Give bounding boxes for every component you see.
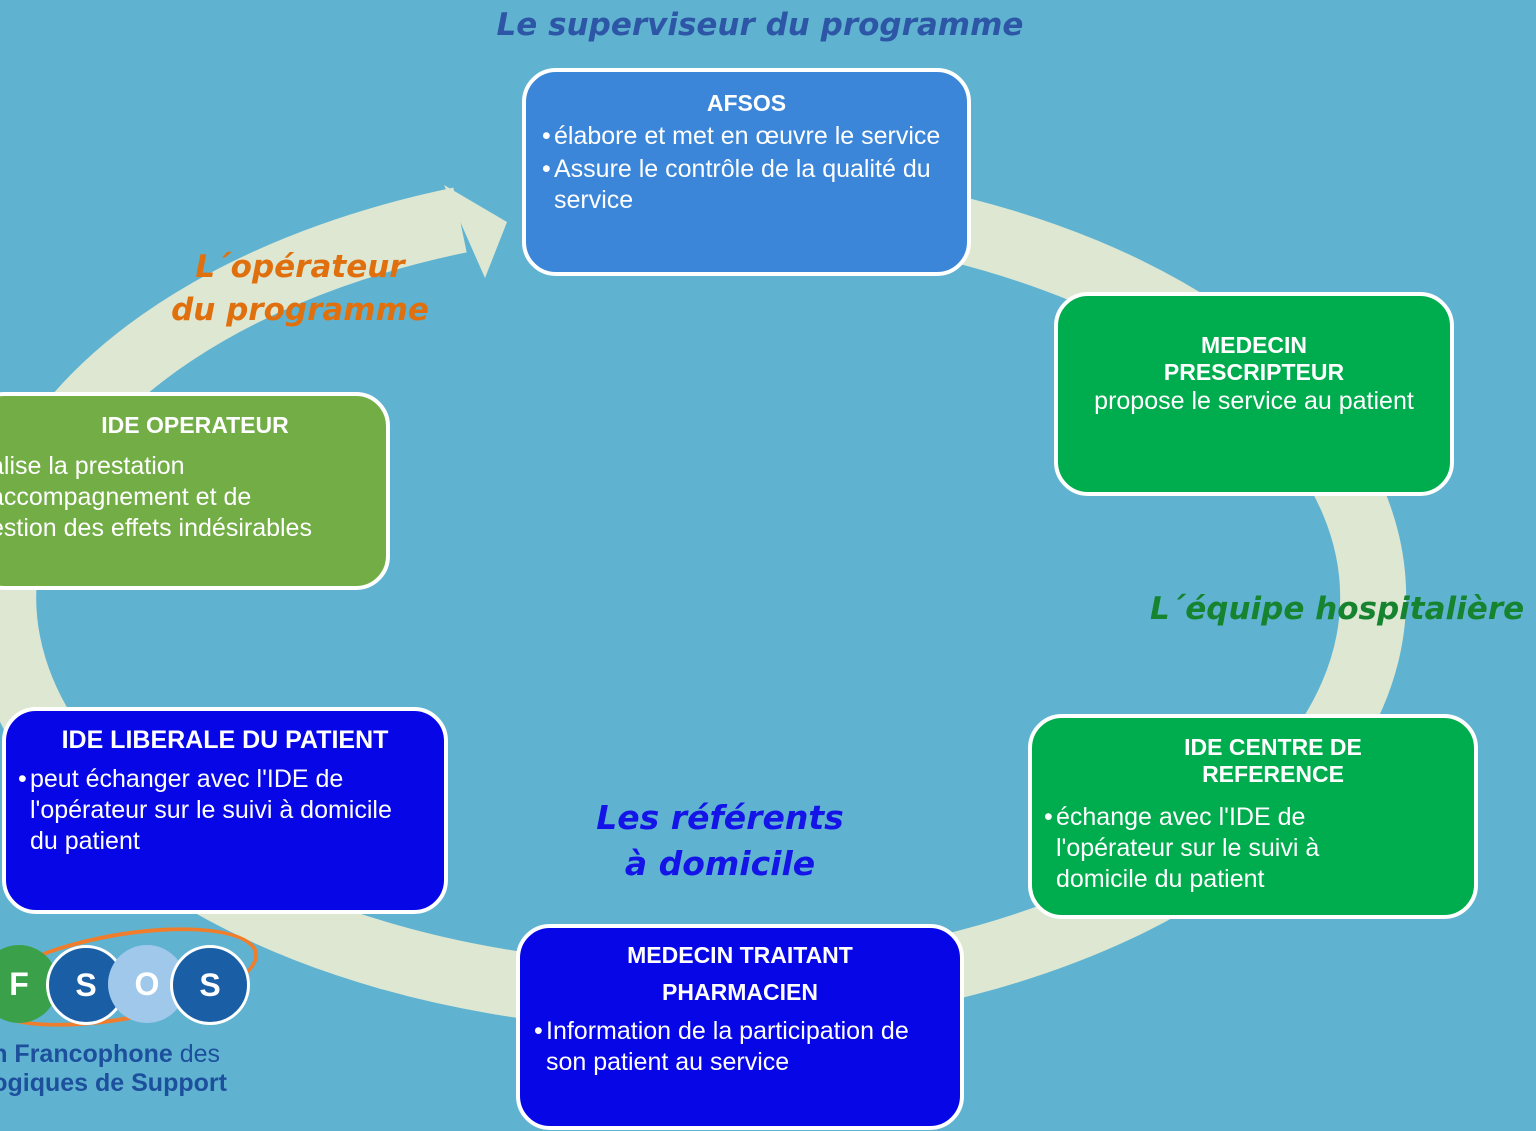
caption-supervisor: Le superviseur du programme [496,7,1024,43]
cycle-arrowhead [444,185,507,278]
afsos-box: AFSOS •élabore et met en œuvre le servic… [522,68,971,276]
ide-operateur-box: IDE OPERATEUR alise la prestation accomp… [0,392,390,590]
medecin-traitant-bullet: •Information de la participation de son … [534,1017,909,1076]
caption-home-line1: Les référents [596,798,844,837]
caption-home-referents: Les référents à domicile [560,795,880,886]
prescripteur-text: propose le service au patient [1094,387,1414,415]
ide-liberale-bullet: •peut échanger avec l'IDE de l'opérateur… [18,765,392,855]
ide-operateur-text-line3: estion des effets indésirables [0,514,312,542]
ide-centre-title-line2: REFERENCE [1202,761,1344,787]
medecin-traitant-bullets: •Information de la participation de son … [532,1016,948,1078]
logo-letter-circle: S [170,945,250,1025]
pharmacien-title: PHARMACIEN [662,979,818,1005]
logo-line2: ologiques de Support [0,1069,227,1097]
caption-operator-line1: L´opérateur [195,249,405,285]
medecin-traitant-box: MEDECIN TRAITANT PHARMACIEN •Information… [516,924,964,1130]
caption-operator: L´opérateur du programme [130,246,470,332]
prescripteur-title-line2: PRESCRIPTEUR [1163,359,1345,385]
ide-centre-bullets: •échange avec l'IDE de l'opérateur sur l… [1042,802,1464,895]
logo-line1-bold: ion Francophone [0,1040,173,1068]
logo-line1-light: des [172,1040,221,1068]
afsos-title: AFSOS [706,90,787,116]
afsos-bullet: •élabore et met en œuvre le service [542,122,941,150]
ide-operateur-title: IDE OPERATEUR [101,412,289,438]
logo-letter-circle: O [108,945,186,1023]
ide-centre-title-line1: IDE CENTRE DE [1184,734,1362,760]
afsos-bullet: •Assure le contrôle de la qualité du ser… [542,155,931,214]
prescripteur-title-line1: MEDECIN [1200,332,1308,358]
ide-liberale-bullets: •peut échanger avec l'IDE de l'opérateur… [16,764,434,857]
medecin-traitant-title: MEDECIN TRAITANT [627,942,853,968]
ide-operateur-text-line2: accompagnement et de [0,483,252,511]
prescripteur-box: MEDECIN PRESCRIPTEUR propose le service … [1054,292,1454,496]
caption-operator-line2: du programme [171,291,429,328]
afsos-logo: F S O S ion Francophone des ologiques de… [0,909,300,1125]
ide-liberale-box: IDE LIBERALE DU PATIENT •peut échanger a… [2,707,448,914]
ide-operateur-text-line1: alise la prestation [0,452,185,480]
ide-liberale-title: IDE LIBERALE DU PATIENT [61,726,389,754]
afsos-bullets: •élabore et met en œuvre le service •Ass… [540,121,953,216]
caption-hospital-team: L´équipe hospitalière [1150,591,1525,627]
ide-centre-bullet: •échange avec l'IDE de l'opérateur sur l… [1044,803,1320,893]
caption-home-line2: à domicile [624,843,816,883]
logo-wordmark: ion Francophone des ologiques de Support [0,1040,227,1098]
ide-centre-box: IDE CENTRE DE REFERENCE •échange avec l'… [1028,714,1478,919]
